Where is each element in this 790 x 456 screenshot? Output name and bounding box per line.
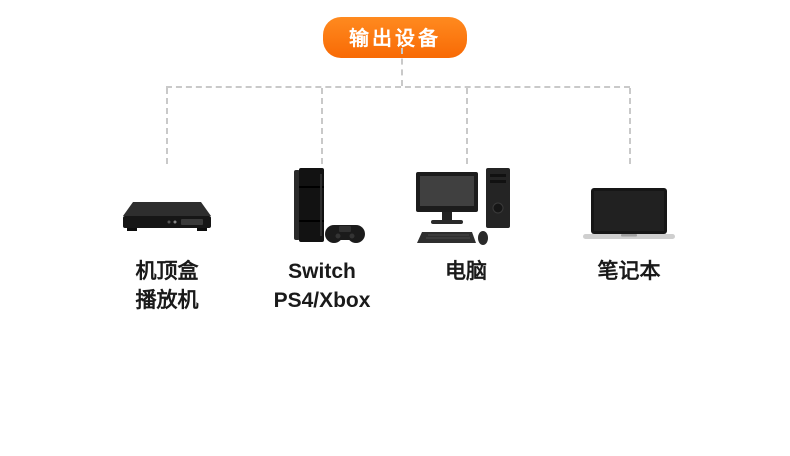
connector-drop-desktop xyxy=(466,88,468,164)
laptop-icon xyxy=(539,162,719,248)
device-game-console: Switch PS4/Xbox xyxy=(232,162,412,315)
device-label: Switch PS4/Xbox xyxy=(232,257,412,315)
desktop-computer-icon xyxy=(376,162,556,248)
set-top-box-graphic xyxy=(123,202,211,231)
laptop-graphic xyxy=(583,188,675,239)
device-label: 机顶盒 播放机 xyxy=(77,257,257,315)
device-label-line1: 笔记本 xyxy=(597,260,661,283)
game-console-icon xyxy=(232,162,412,248)
device-label-line2: 播放机 xyxy=(135,289,199,312)
device-label: 笔记本 xyxy=(539,257,719,286)
connector-stub-line xyxy=(401,48,403,86)
device-label-line2: PS4/Xbox xyxy=(273,289,371,312)
connector-drop-console xyxy=(321,88,323,164)
connector-drop-laptop xyxy=(629,88,631,164)
device-desktop-computer: 电脑 xyxy=(376,162,556,286)
desktop-computer-graphic xyxy=(416,168,510,245)
device-label-line1: Switch xyxy=(288,260,356,283)
connector-drop-settopbox xyxy=(166,88,168,164)
device-laptop: 笔记本 xyxy=(539,162,719,286)
device-label: 电脑 xyxy=(376,257,556,286)
device-settopbox: 机顶盒 播放机 xyxy=(77,162,257,315)
device-label-line1: 机顶盒 xyxy=(135,260,199,283)
output-devices-badge: 输出设备 xyxy=(323,17,467,58)
game-console-graphic xyxy=(294,168,365,243)
set-top-box-icon xyxy=(77,162,257,248)
connector-horizontal-line xyxy=(166,86,630,88)
device-label-line1: 电脑 xyxy=(445,260,487,283)
